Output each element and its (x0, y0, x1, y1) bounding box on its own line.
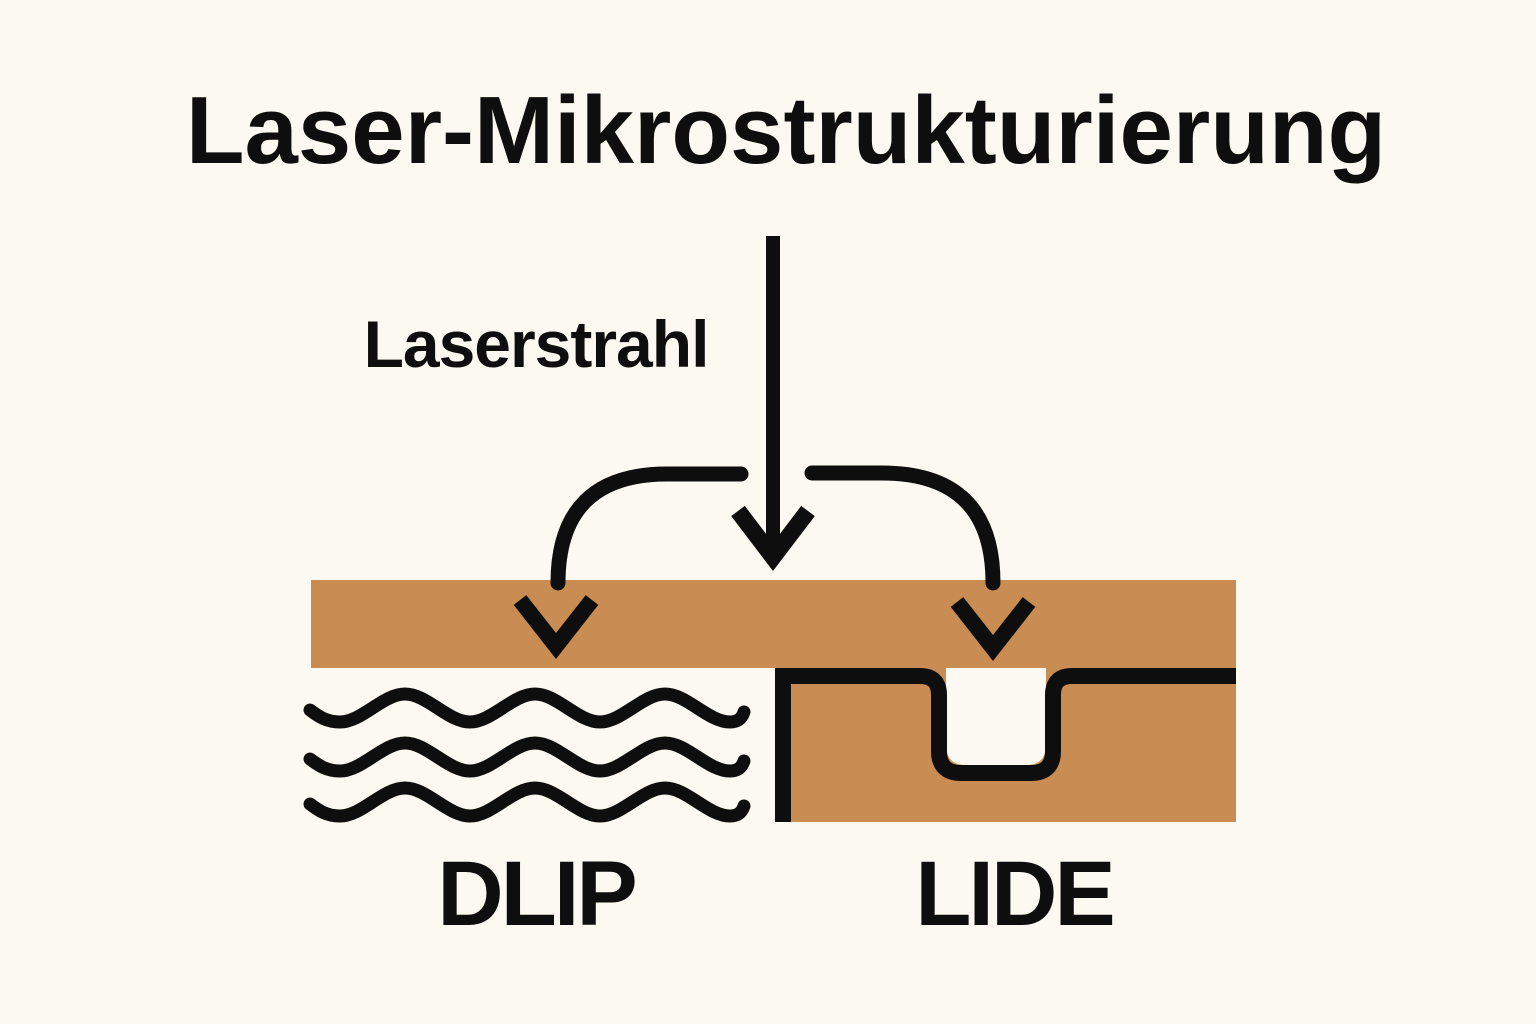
page-title: Laser-Mikrostrukturierung (186, 77, 1386, 184)
wave-line (303, 687, 751, 729)
dlip-label: DLIP (437, 843, 635, 945)
laser-beam-label: Laserstrahl (364, 307, 709, 381)
lide-surface-outline (775, 668, 1236, 822)
arrowhead-down-icon (513, 595, 599, 659)
right-branch-arrow (804, 465, 1036, 661)
lide-label: LIDE (915, 843, 1113, 945)
left-branch-arrow (513, 466, 749, 659)
arrowhead-down-icon (731, 505, 815, 572)
laser-beam-arrow (731, 236, 815, 572)
dlip-wave-pattern (303, 687, 751, 823)
right-branch-curve (804, 465, 1001, 591)
etched-trench (946, 668, 1046, 765)
wave-line (303, 736, 751, 778)
arrowhead-down-icon (950, 597, 1036, 661)
material-layer-bar (311, 580, 1236, 668)
left-branch-curve (550, 466, 749, 591)
lide-etched-substrate (775, 668, 1236, 822)
wave-line (303, 781, 751, 823)
